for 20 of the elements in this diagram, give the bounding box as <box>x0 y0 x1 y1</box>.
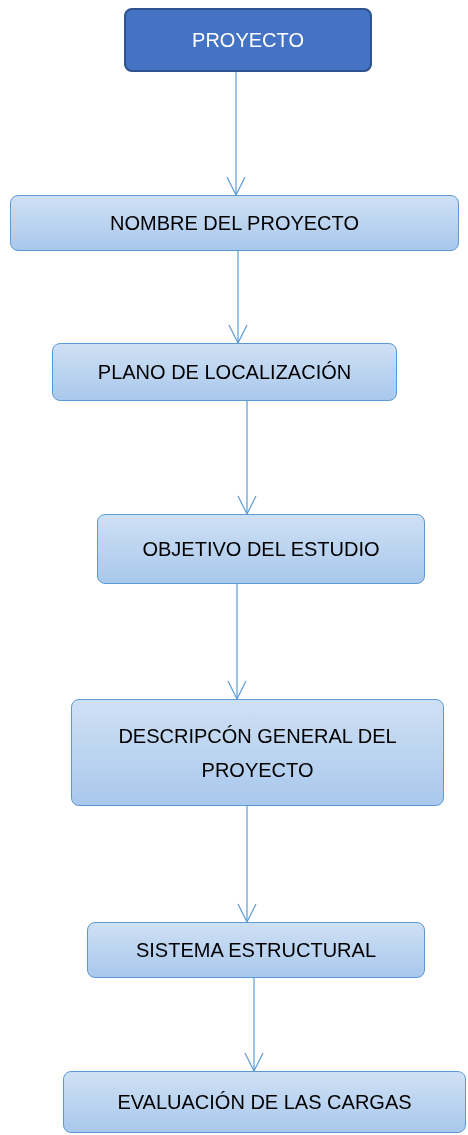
process-box <box>71 699 444 806</box>
process-box <box>10 195 459 251</box>
process-box <box>97 514 425 584</box>
box-label: DESCRIPCÓN GENERAL DEL PROYECTO <box>117 723 398 783</box>
box-label: EVALUACIÓN DE LAS CARGAS <box>117 1090 412 1115</box>
start-box <box>124 8 372 72</box>
process-box <box>87 922 425 978</box>
box-label: SISTEMA ESTRUCTURAL <box>135 938 376 963</box>
arrow <box>226 71 246 196</box>
box-label: PROYECTO <box>192 28 304 53</box>
arrow <box>244 977 264 1072</box>
process-box <box>63 1071 466 1133</box>
arrow <box>237 400 257 515</box>
arrow <box>228 250 248 344</box>
arrow <box>227 583 247 700</box>
box-label: PLANO DE LOCALIZACIÓN <box>97 360 352 385</box>
box-label: NOMBRE DEL PROYECTO <box>110 211 359 236</box>
box-label: OBJETIVO DEL ESTUDIO <box>142 537 380 562</box>
process-box <box>52 343 397 401</box>
arrow <box>237 805 257 923</box>
